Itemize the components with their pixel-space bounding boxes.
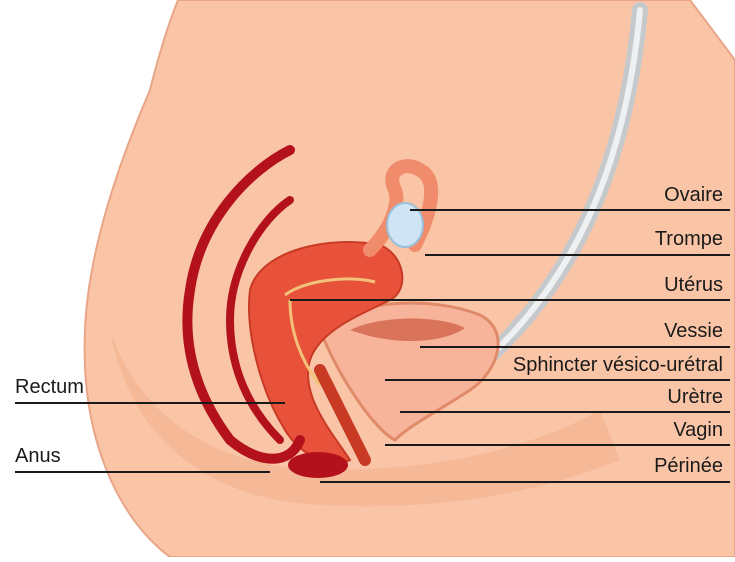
anus [288, 452, 348, 478]
label-vessie: Vessie [664, 321, 723, 341]
label-trompe: Trompe [655, 229, 723, 249]
label-uterus: Utérus [664, 275, 723, 295]
label-perinee: Périnée [654, 456, 723, 476]
label-anus: Anus [15, 446, 61, 466]
label-rectum: Rectum [15, 377, 84, 397]
label-ovaire: Ovaire [664, 185, 723, 205]
label-sphincter: Sphincter vésico-urétral [513, 355, 723, 375]
label-uretre: Urètre [667, 387, 723, 407]
label-vagin: Vagin [673, 420, 723, 440]
